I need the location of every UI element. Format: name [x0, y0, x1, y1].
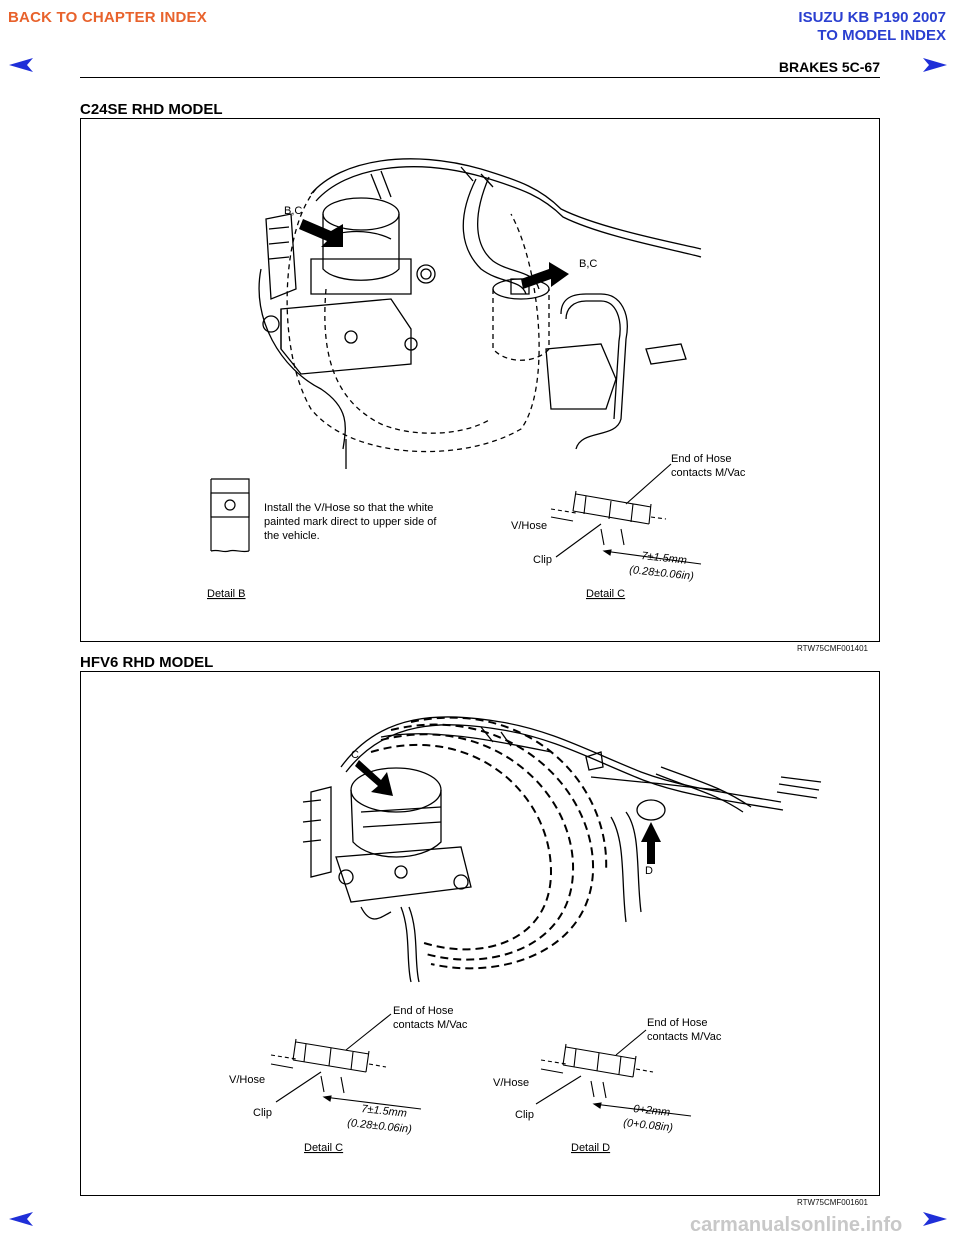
next-page-arrow-icon[interactable] [922, 57, 948, 73]
section-title-c24se: C24SE RHD MODEL [80, 101, 223, 118]
right-dimension-in: (0+0.08in) [623, 1117, 674, 1134]
c24se-diagram-frame: B,C B,C Install the V/Hose so that the w… [80, 118, 880, 642]
clip-label: Clip [533, 554, 552, 566]
end-of-hose-label: End of Hose contacts M/Vac [671, 453, 746, 479]
back-to-chapter-index-link[interactable]: BACK TO CHAPTER INDEX [8, 9, 207, 26]
figure-code-1: RTW75CMF001401 [797, 644, 868, 653]
callout-bc-left: B,C [284, 205, 302, 217]
right-end-of-hose-label: End of Hose contacts M/Vac [647, 1017, 722, 1043]
left-dimension-in: (0.28±0.06in) [347, 1117, 413, 1136]
section-title-hfv6: HFV6 RHD MODEL [80, 654, 214, 671]
prev-page-arrow-icon[interactable] [8, 57, 34, 73]
next-page-arrow-icon[interactable] [922, 1211, 948, 1227]
callout-c: C [351, 749, 359, 761]
to-model-index-link[interactable]: TO MODEL INDEX [817, 27, 946, 44]
callout-d: D [645, 865, 653, 877]
install-note: Install the V/Hose so that the white pai… [264, 502, 440, 542]
dimension-in: (0.28±0.06in) [629, 564, 695, 583]
c24se-brake-booster-illustration: B,C B,C Install the V/Hose so that the w… [207, 158, 746, 600]
right-clip-label: Clip [515, 1109, 534, 1121]
left-end-of-hose-label: End of Hose contacts M/Vac [393, 1005, 468, 1031]
left-dimension-mm: 7±1.5mm [361, 1103, 408, 1120]
left-detail-c-label: Detail C [304, 1142, 343, 1154]
prev-page-arrow-icon[interactable] [8, 1211, 34, 1227]
callout-bc-right: B,C [579, 258, 597, 270]
model-title: ISUZU KB P190 2007 [798, 9, 946, 26]
hfv6-diagram-frame: C D End of Hose contacts M/Vac V/Hose Cl… [80, 671, 880, 1196]
left-vhose-label: V/Hose [229, 1074, 265, 1086]
page-title: BRAKES 5C-67 [778, 59, 880, 75]
detail-d-label: Detail D [571, 1142, 610, 1154]
right-vhose-label: V/Hose [493, 1077, 529, 1089]
detail-d-sketch [535, 1029, 692, 1117]
footer-site-watermark: carmanualsonline.info [690, 1214, 903, 1236]
detail-c-sketch-2 [270, 1013, 422, 1110]
left-clip-label: Clip [253, 1107, 272, 1119]
figure-code-2: RTW75CMF001601 [797, 1198, 868, 1207]
vhose-label: V/Hose [511, 520, 547, 532]
hfv6-brake-booster-illustration: C D End of Hose contacts M/Vac V/Hose Cl… [229, 716, 822, 1154]
detail-b-label: Detail B [207, 588, 246, 600]
detail-c-label: Detail C [586, 588, 625, 600]
header-rule [80, 77, 880, 78]
right-dimension-mm: 0+2mm [633, 1103, 671, 1119]
detail-b-sketch [210, 478, 250, 553]
dimension-mm: 7±1.5mm [641, 550, 688, 567]
detail-c-sketch [550, 463, 702, 565]
